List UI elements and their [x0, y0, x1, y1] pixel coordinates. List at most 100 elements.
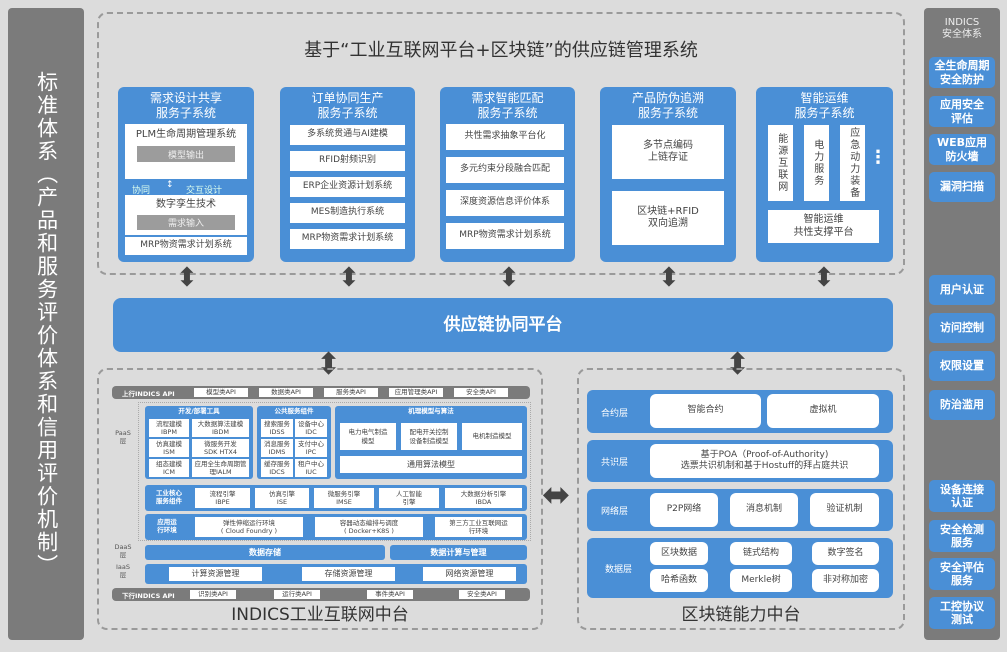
item-box: 深度资源信息评价体系	[446, 190, 564, 216]
model-item: 配电开关控制 设备制造模型	[401, 423, 457, 450]
blockchain-title: 区块链能力中台	[681, 605, 801, 625]
block-title: 机理模型与算法	[408, 406, 454, 415]
runtime-item: 容器动态编排与调度 ( Docker+K8S )	[315, 517, 423, 537]
engine-item: 人工智能 引擎	[379, 488, 439, 508]
network-layer: 网络层 P2P网络 消息机制 验证机制	[587, 489, 893, 531]
api-item: 模型类API	[194, 388, 248, 397]
updown-arrow-icon: ⬍	[338, 263, 360, 293]
item-box: 智能运维 共性支撑平台	[768, 210, 879, 243]
layer-item: P2P网络	[650, 493, 718, 527]
model-output-tag: 模型输出	[137, 146, 235, 162]
item-box: 能源互联网	[768, 125, 793, 201]
runtime-row: 应用运 行环境 弹性伸缩运行环境 ( Cloud Foundry ) 容器动态编…	[145, 514, 527, 540]
resource-item: 存储资源管理	[302, 567, 395, 581]
up-api-label: 上行INDICS API	[122, 390, 175, 398]
consensus-layer: 共识层 基于POA（Proof-of-Authority) 选票共识机制和基于H…	[587, 440, 893, 482]
updown-arrow-icon: ⬍	[176, 263, 198, 293]
layer-item: 验证机制	[810, 493, 879, 527]
layer-item: 虚拟机	[767, 394, 879, 428]
service-item: 支付中心 IPC	[295, 439, 327, 457]
model-item: 电力电气制造 模型	[340, 423, 396, 450]
data-storage: 数据存储	[145, 545, 385, 560]
service-item: 设备中心 IDC	[295, 419, 327, 437]
security-item: 安全评估 服务	[929, 558, 995, 590]
subsystem-title: 需求智能匹配 服务子系统	[471, 91, 544, 120]
updown-arrow-icon: ⬍	[498, 263, 520, 293]
layer-label: 合约层	[601, 409, 629, 419]
subsystem-anti-counterfeit: 产品防伪追溯 服务子系统 多节点编码 上链存证 区块链+RFID 双向追溯	[600, 87, 736, 262]
item-box: 共性需求抽象平台化	[446, 124, 564, 150]
subsystem-order-production: 订单协同生产 服务子系统 多系统贯通与AI建模 RFID射频识别 ERP企业资源…	[280, 87, 415, 262]
item-box: 电力服务	[804, 125, 829, 201]
item-box: MRP物资需求计划系统	[446, 223, 564, 249]
security-item: WEB应用 防火墙	[929, 134, 995, 165]
standards-panel: 标准体系（产品和服务评价体系和信用评价机制）	[8, 8, 84, 640]
more-icon: ⋮	[869, 147, 887, 168]
updown-arrow-icon: ⬍	[658, 263, 680, 293]
subsystem-title: 产品防伪追溯 服务子系统	[631, 91, 704, 120]
interact-label: 交互设计	[186, 186, 223, 196]
security-item: 设备连接 认证	[929, 480, 995, 512]
item-box: 应急动力装备	[840, 125, 865, 201]
runtime-item: 第三方工业互联网运 行环境	[435, 517, 522, 537]
layer-label: 数据层	[605, 565, 633, 575]
security-item: 用户认证	[929, 275, 995, 305]
row-label: 工业核心 服务组件	[156, 489, 182, 505]
engine-item: 微服务引擎 IMSE	[314, 488, 374, 508]
layer-item: Merkle树	[730, 569, 792, 592]
subsystem-smart-maintenance: 智能运维 服务子系统 能源互联网 电力服务 应急动力装备 ⋮ 智能运维 共性支撑…	[756, 87, 893, 262]
engine-item: 流程引擎 IBPE	[195, 488, 250, 508]
security-item: 全生命周期 安全防护	[929, 57, 995, 88]
subsystem-title: 订单协同生产 服务子系统	[311, 91, 384, 120]
contract-layer: 合约层 智能合约 虚拟机	[587, 390, 893, 433]
resource-item: 网络资源管理	[423, 567, 516, 581]
layer-item: 消息机制	[730, 493, 798, 527]
layer-item: 链式结构	[730, 542, 792, 565]
security-item: 安全检测 服务	[929, 520, 995, 552]
tool-item: 大数据算法建模 IBDM	[192, 419, 249, 437]
subsystem-title: 智能运维 服务子系统	[794, 91, 855, 120]
item-box: 多元约束分段融合匹配	[446, 157, 564, 183]
item-box: ERP企业资源计划系统	[290, 177, 405, 197]
paas-label: PaaS 层	[115, 429, 131, 445]
supply-chain-platform: 供应链协同平台	[113, 298, 893, 352]
item-box: 多节点编码 上链存证	[612, 125, 724, 179]
down-api-label: 下行INDICS API	[122, 592, 175, 600]
mechanism-models-block: 机理模型与算法 电力电气制造 模型 配电开关控制 设备制造模型 电机制造模型 通…	[335, 406, 527, 479]
plm-box: PLM生命周期管理系统 模型输出	[125, 124, 247, 179]
item-label: 应急动力装备	[847, 127, 859, 199]
item-label: 能源互联网	[775, 133, 787, 193]
tool-item: 流程建模 IBPM	[149, 419, 189, 437]
api-item: 事件类API	[367, 590, 413, 599]
standards-text: 标准体系（产品和服务评价体系和信用评价机制）	[34, 71, 59, 577]
security-title: INDICS 安全体系	[942, 17, 982, 40]
layer-label: 共识层	[601, 458, 629, 468]
block-title: 开发/部署工具	[178, 406, 220, 415]
api-item: 安全类API	[454, 388, 508, 397]
security-item: 漏洞扫描	[929, 172, 995, 202]
service-item: 缓存服务 IDCS	[261, 459, 293, 477]
block-title: 公共服务组件	[274, 406, 314, 415]
req-input-tag: 需求输入	[137, 215, 235, 230]
data-compute: 数据计算与管理	[390, 545, 527, 560]
core-services-row: 工业核心 服务组件 流程引擎 IBPE 仿真引擎 ISE 微服务引擎 IMSE …	[145, 485, 527, 511]
collab-label: 协同	[132, 186, 151, 196]
updown-arrow-icon: ⬍	[725, 347, 751, 382]
iaas-label: IaaS 层	[115, 563, 130, 579]
row-label: 应用运 行环境	[157, 518, 177, 534]
item-label: 电力服务	[811, 139, 823, 187]
layer-item: 哈希函数	[650, 569, 708, 592]
security-item: 权限设置	[929, 351, 995, 381]
api-item: 应用管理类API	[389, 388, 443, 397]
api-item: 运行类API	[274, 590, 320, 599]
layer-label: 网络层	[601, 507, 629, 517]
item-box: 区块链+RFID 双向追溯	[612, 191, 724, 245]
dev-tools-block: 开发/部署工具 流程建模 IBPM 大数据算法建模 IBDM 仿真建模 ISM …	[145, 406, 253, 479]
tool-item: 仿真建模 ISM	[149, 439, 189, 457]
security-item: 访问控制	[929, 313, 995, 343]
model-item: 电机制造模型	[462, 423, 522, 450]
leftright-arrow-icon: ⬌	[542, 475, 571, 515]
iaas-row: 计算资源管理 存储资源管理 网络资源管理	[145, 564, 527, 584]
indics-region	[97, 368, 543, 630]
layer-item: 区块数据	[650, 542, 708, 565]
